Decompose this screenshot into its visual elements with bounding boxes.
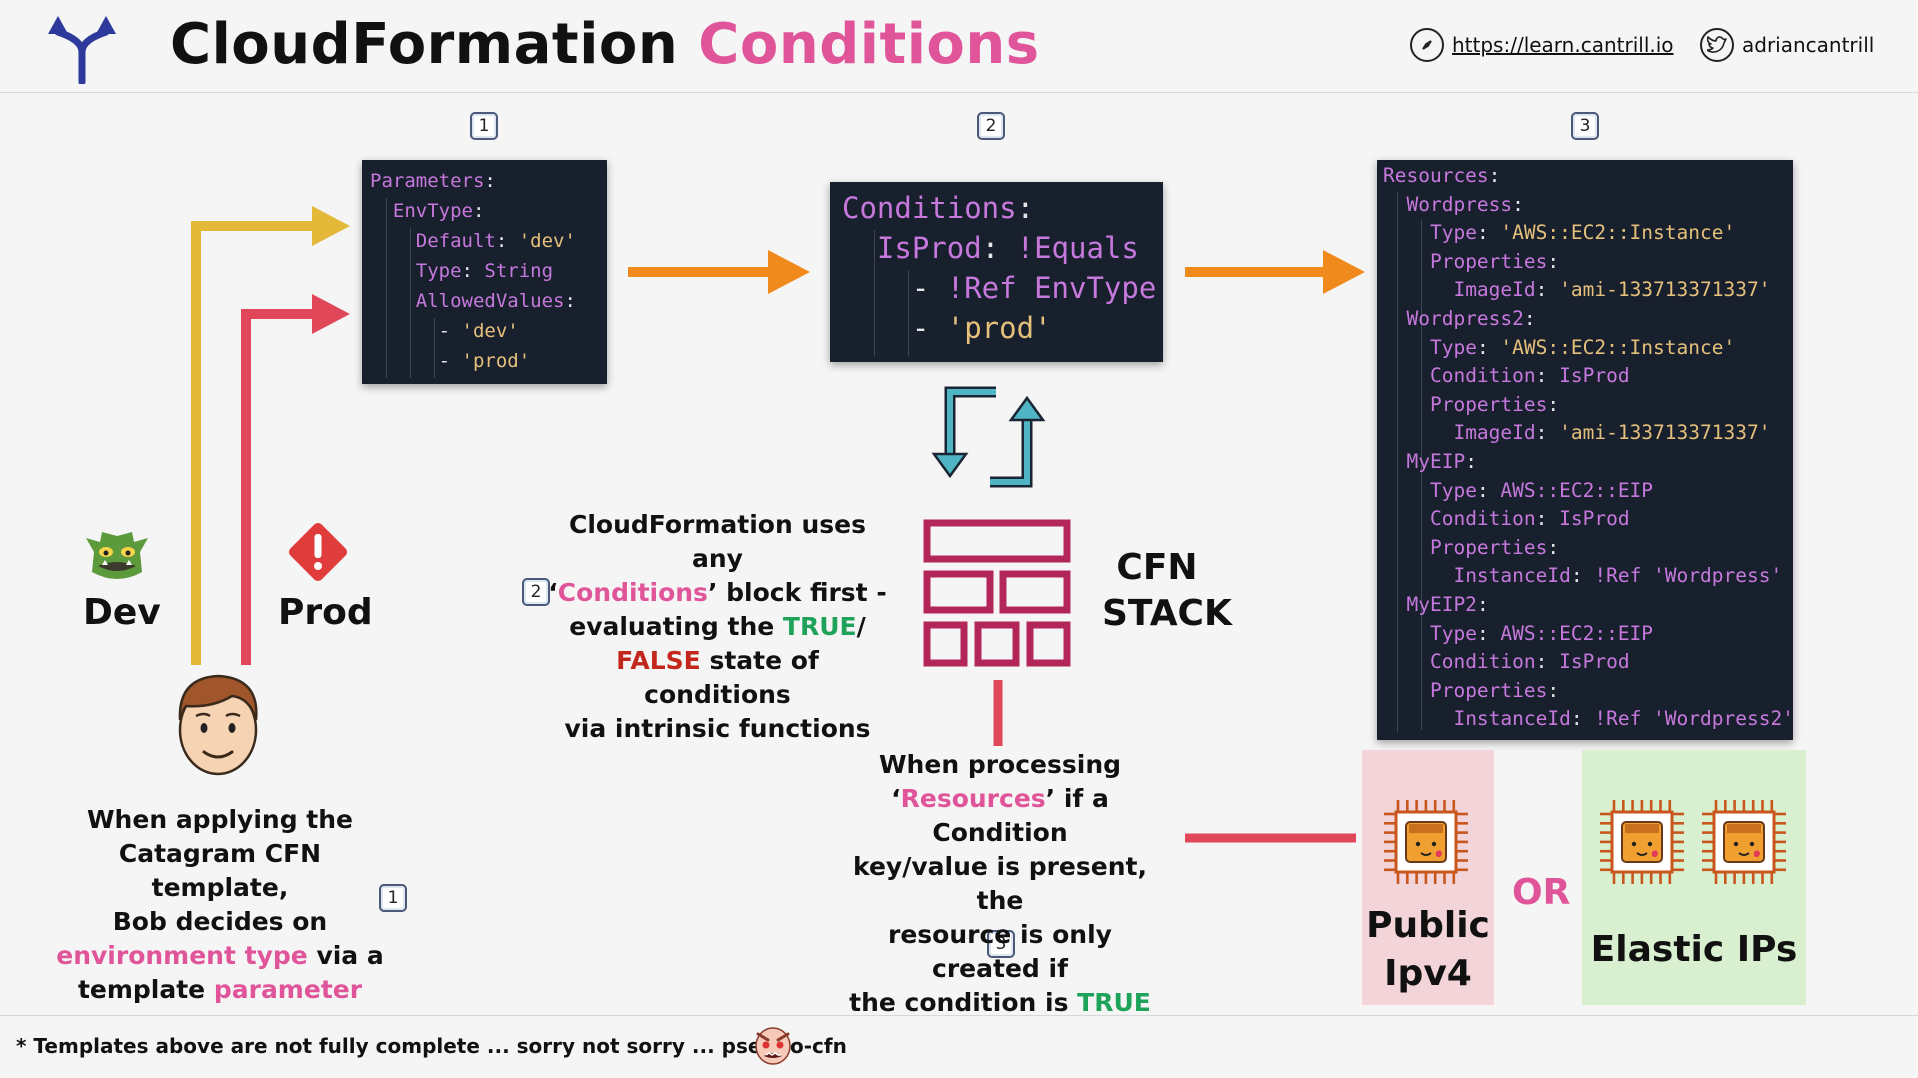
twitter-handle[interactable]: adriancantrill bbox=[1742, 33, 1875, 57]
resources-code-block: Resources: Wordpress: Type: 'AWS::EC2::I… bbox=[1377, 160, 1794, 740]
conditions-to-resources-arrowhead bbox=[1323, 250, 1365, 294]
dev-label: Dev bbox=[83, 592, 161, 633]
code-line: Condition: IsProd bbox=[1429, 364, 1630, 388]
cycle-arrows-icon bbox=[931, 386, 1046, 488]
prod-path-arrow bbox=[241, 309, 316, 665]
text-line: ‘Conditions’ block first - bbox=[548, 578, 887, 607]
prod-arrowhead bbox=[312, 294, 350, 334]
step-badge-1-bob: 1 bbox=[379, 884, 407, 912]
text-line: Ipv4 bbox=[1384, 953, 1472, 994]
bob-description: When applying the Catagram CFN template,… bbox=[50, 803, 390, 1007]
prod-label: Prod bbox=[278, 592, 373, 633]
text-line: When applying the bbox=[86, 805, 354, 834]
code-line: Type: AWS::EC2::EIP bbox=[1429, 478, 1654, 502]
dev-arrowhead bbox=[312, 206, 350, 246]
bob-avatar-icon bbox=[178, 674, 258, 776]
instance-chip-icon bbox=[1384, 800, 1468, 884]
code-line: Resources: bbox=[1383, 164, 1501, 187]
text-line: resource is only created if bbox=[888, 920, 1112, 983]
code-line: Condition: IsProd bbox=[1429, 650, 1630, 674]
code-line: Conditions: bbox=[842, 191, 1035, 225]
text-line: Catagram CFN template, bbox=[118, 839, 322, 902]
code-line: - 'prod' bbox=[911, 311, 1052, 345]
code-line: Properties: bbox=[1429, 678, 1560, 702]
title-part-conditions: Conditions bbox=[698, 12, 1040, 77]
conditions-code-block: Conditions: IsProd: !Equals - !Ref EnvTy… bbox=[830, 182, 1163, 362]
code-line: Wordpress: bbox=[1406, 192, 1524, 216]
site-link[interactable]: https://learn.cantrill.io bbox=[1410, 28, 1674, 62]
code-line: Properties: bbox=[1429, 249, 1560, 273]
code-line: Parameters: bbox=[370, 170, 496, 192]
code-line: IsProd: !Equals bbox=[876, 231, 1139, 265]
code-line: - 'dev' bbox=[438, 320, 519, 342]
public-ipv4-panel bbox=[1362, 750, 1494, 1005]
code-line: - 'prod' bbox=[438, 350, 531, 372]
twitter-link[interactable]: adriancantrill bbox=[1700, 28, 1874, 62]
elastic-ips-label: Elastic IPs bbox=[1590, 929, 1798, 970]
dev-monster-icon bbox=[86, 532, 148, 579]
site-link-text[interactable]: https://learn.cantrill.io bbox=[1452, 33, 1674, 57]
text-line: When processing bbox=[878, 750, 1122, 779]
step-badge-3-resources: 3 bbox=[987, 930, 1015, 958]
code-line: AllowedValues: bbox=[415, 290, 576, 312]
text-line: Bob decides on bbox=[112, 907, 328, 936]
code-line: InstanceId: !Ref 'Wordpress' bbox=[1453, 564, 1783, 588]
conditions-description: CloudFormation uses any ‘Conditions’ blo… bbox=[545, 508, 890, 746]
code-line: Properties: bbox=[1429, 392, 1560, 416]
fork-logo-icon bbox=[48, 16, 116, 84]
code-line: ImageId: 'ami-133713371337' bbox=[1453, 278, 1771, 302]
or-label: OR bbox=[1512, 872, 1571, 913]
title-part-cloudformation: CloudFormation bbox=[170, 12, 679, 77]
instance-chip-icon bbox=[1702, 800, 1786, 884]
cfn-stack-icon bbox=[923, 519, 1071, 667]
code-line: Default: 'dev' bbox=[415, 230, 576, 252]
instance-chip-icon bbox=[1600, 800, 1684, 884]
prod-warning-icon bbox=[288, 522, 348, 582]
code-line: MyEIP: bbox=[1406, 449, 1477, 473]
public-ipv4-label: Public Ipv4 bbox=[1362, 902, 1494, 998]
parameters-code-block: Parameters: EnvType: Default: 'dev' Type… bbox=[362, 160, 607, 384]
text-line: ‘Resources’ if a Condition bbox=[891, 784, 1109, 847]
text-line: evaluating the TRUE/ bbox=[569, 612, 866, 641]
text-line: CloudFormation uses any bbox=[569, 510, 866, 573]
header-bar bbox=[0, 0, 1918, 93]
text-line: STACK bbox=[1102, 593, 1232, 634]
code-line: ImageId: 'ami-133713371337' bbox=[1453, 421, 1771, 445]
page-title: CloudFormation Conditions bbox=[170, 12, 1040, 77]
code-line: Properties: bbox=[1429, 535, 1560, 559]
code-line: MyEIP2: bbox=[1406, 592, 1489, 616]
text-line: the condition is TRUE bbox=[849, 988, 1151, 1017]
code-line: Type: 'AWS::EC2::Instance' bbox=[1429, 335, 1736, 359]
params-to-conditions-arrowhead bbox=[768, 250, 810, 294]
resources-description: When processing ‘Resources’ if a Conditi… bbox=[830, 748, 1170, 1020]
footnote: * Templates above are not fully complete… bbox=[16, 1034, 847, 1058]
footer-divider bbox=[0, 1015, 1918, 1016]
text-line: CFN bbox=[1116, 547, 1198, 588]
compass-icon bbox=[1410, 28, 1444, 62]
text-line: key/value is present, the bbox=[853, 852, 1147, 915]
elastic-ips-panel bbox=[1582, 750, 1806, 1005]
text-line: template parameter bbox=[77, 975, 363, 1004]
dev-path-arrow bbox=[191, 221, 316, 665]
code-line: InstanceId: !Ref 'Wordpress2' bbox=[1453, 707, 1794, 731]
step-badge-3: 3 bbox=[1571, 112, 1599, 140]
code-line: Type: String bbox=[415, 260, 554, 282]
code-line: - !Ref EnvType bbox=[911, 271, 1157, 305]
cfn-stack-label: CFN STACK bbox=[1102, 545, 1232, 637]
step-badge-1: 1 bbox=[470, 112, 498, 140]
code-line: Condition: IsProd bbox=[1429, 507, 1630, 531]
code-line: EnvType: bbox=[392, 200, 485, 222]
code-line: Type: AWS::EC2::EIP bbox=[1429, 621, 1654, 645]
step-badge-2-conditions: 2 bbox=[522, 578, 550, 606]
angry-face-icon bbox=[755, 1027, 791, 1065]
code-line: Wordpress2: bbox=[1406, 306, 1536, 330]
code-line: Type: 'AWS::EC2::Instance' bbox=[1429, 221, 1736, 245]
text-line: FALSE state of conditions bbox=[616, 646, 819, 709]
twitter-icon bbox=[1700, 28, 1734, 62]
text-line: Public bbox=[1366, 905, 1490, 946]
text-line: via intrinsic functions bbox=[564, 714, 871, 743]
step-badge-2: 2 bbox=[977, 112, 1005, 140]
text-line: environment type via a bbox=[56, 941, 384, 970]
